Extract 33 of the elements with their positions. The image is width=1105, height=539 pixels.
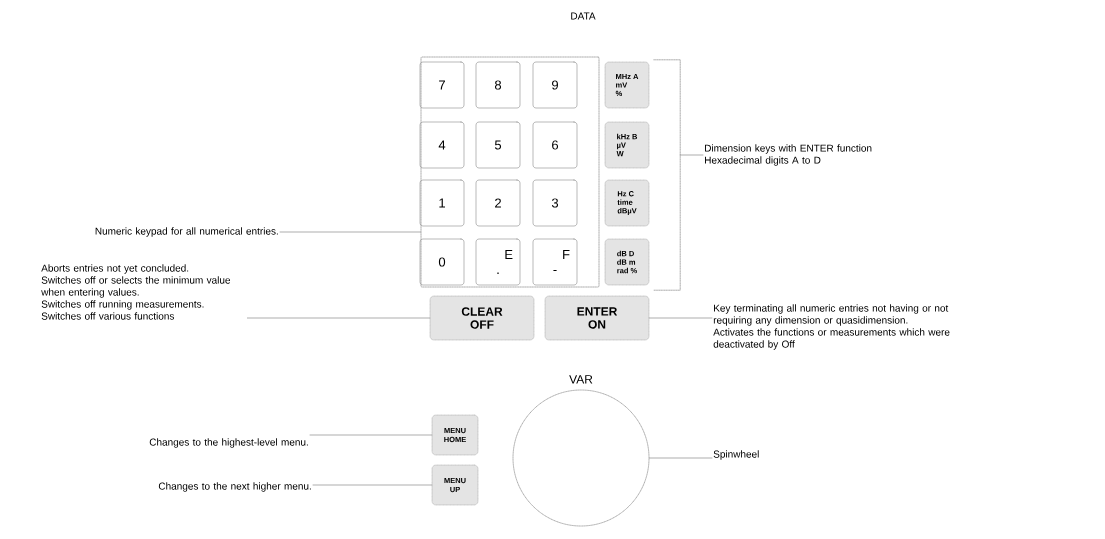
description-text: Changes to the highest-level menu. (149, 438, 308, 448)
description-text: Key terminating all numeric entries not having or not requiring any dimension or quasidimension. Activates the functions or measurements which were deactivated by Off (713, 304, 950, 350)
spinwheel: VAR (512, 375, 650, 527)
leader-line (279, 231, 421, 233)
description-text: Dimension keys with ENTER function Hexadecimal digits A to D (705, 144, 872, 166)
key: ENTER ON (544, 295, 650, 341)
key: CLEAR OFF (429, 295, 535, 341)
description-text: Numeric keypad for all numerical entries. (95, 227, 278, 237)
node-label: VAR (569, 375, 593, 384)
leader-line (309, 434, 433, 436)
description-text: Changes to the next higher menu. (158, 482, 311, 492)
key: 1 (419, 179, 465, 227)
key: 2 (475, 179, 521, 227)
description-text: Spinwheel (713, 450, 759, 460)
leader-line (648, 317, 713, 319)
leader-line (649, 457, 713, 459)
key: 6 (532, 121, 578, 169)
leader-line (312, 484, 433, 486)
key: 0 (419, 238, 465, 286)
bracket (653, 59, 681, 291)
key: E . (475, 238, 521, 286)
leader-line (247, 317, 431, 319)
leader-line (679, 154, 704, 156)
key: 4 (419, 121, 465, 169)
heading: DATA (571, 12, 596, 20)
key: F - (532, 238, 578, 286)
key: 8 (475, 61, 521, 109)
keypad-frame (420, 56, 600, 288)
key: 5 (475, 121, 521, 169)
description-text: Aborts entries not yet concluded. Switches off or selects the minimum value when entering values. Switches off running measurements. Switches off various functions (41, 264, 231, 320)
key: 7 (419, 61, 465, 109)
key: 3 (532, 179, 578, 227)
key: 9 (532, 61, 578, 109)
